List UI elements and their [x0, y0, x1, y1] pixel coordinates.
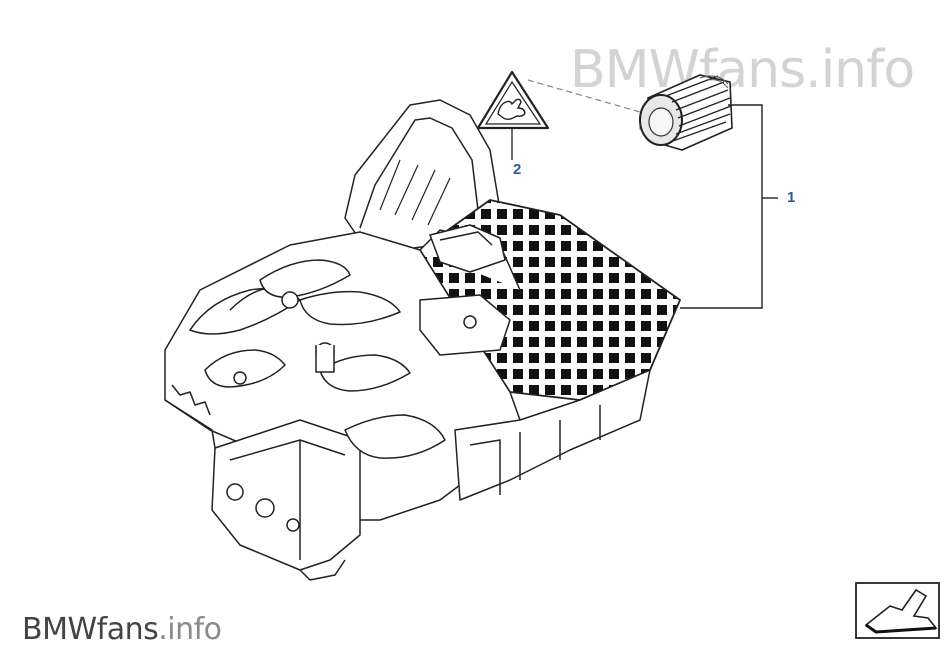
callout-label-1[interactable]: 1 — [787, 189, 796, 206]
callout-label-2[interactable]: 2 — [513, 161, 522, 178]
warning-triangle-icon — [476, 70, 550, 130]
watermark-top: BMWfans.info — [570, 40, 915, 100]
watermark-suffix: .info — [158, 612, 222, 647]
warning-label-part[interactable] — [476, 70, 550, 160]
watermark-brand: BMWfans — [22, 612, 159, 647]
watermark-bottom: BMWfans.info — [22, 612, 222, 647]
hand-symbol-icon — [497, 98, 526, 120]
view-direction-arrow-icon — [855, 582, 940, 639]
valve-body-assembly — [164, 99, 681, 581]
seal-sleeve-part[interactable] — [639, 74, 733, 151]
